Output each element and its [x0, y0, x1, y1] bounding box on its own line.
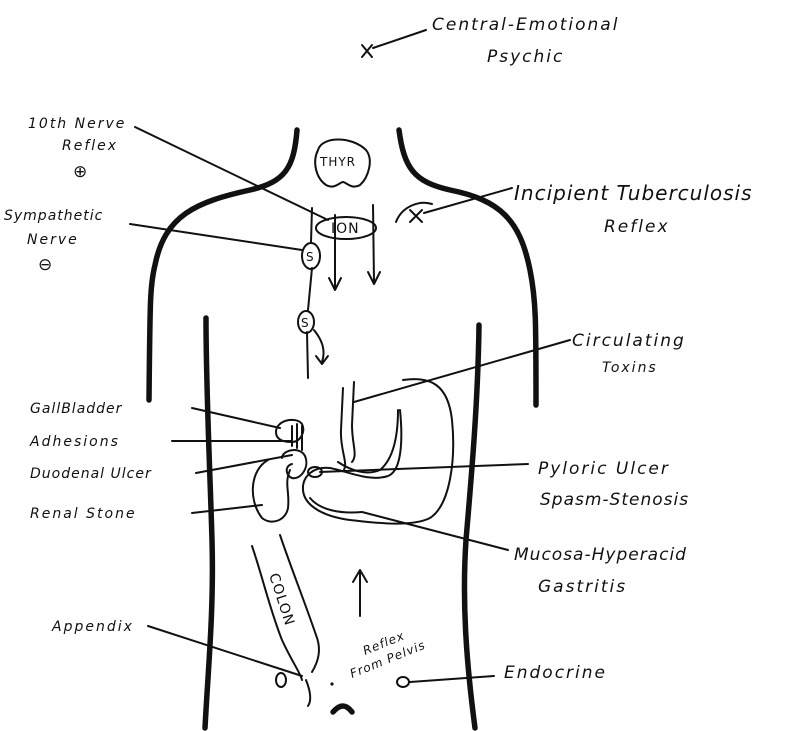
stomach-inner	[338, 410, 398, 472]
lung-apex-x	[410, 210, 422, 222]
colon-label: COLON	[265, 571, 297, 628]
torso-left	[205, 318, 212, 728]
leader-sympathetic	[130, 224, 302, 250]
label-circulating-line2: Toxins	[602, 360, 658, 376]
torso-right	[464, 325, 479, 728]
sympathetic-ganglion-upper-label: S	[306, 250, 315, 264]
label-sympathetic-line2: Nerve	[27, 232, 79, 248]
organs: THYR ION S S C	[252, 45, 453, 706]
label-gall-bladder: GallBladder	[30, 401, 123, 417]
label-mucosa-line2: Gastritis	[538, 577, 627, 597]
left-ovary	[276, 673, 286, 687]
label-tenth-nerve-line1: 10th Nerve	[28, 116, 126, 132]
label-sympathetic-sign: ⊖	[38, 255, 54, 275]
central-x-mark	[362, 45, 372, 57]
stomach	[303, 379, 453, 524]
leader-renal	[192, 505, 262, 513]
label-mucosa-line1: Mucosa-Hyperacid	[514, 545, 687, 565]
label-appendix: Appendix	[51, 619, 134, 635]
leader-central	[373, 30, 426, 48]
label-central-line1: Central-Emotional	[432, 15, 619, 35]
leader-tenth-nerve	[135, 127, 328, 220]
annotation-labels: Central-Emotional Psychic 10th Nerve Ref…	[4, 15, 753, 683]
vagus-fiber-right	[373, 205, 374, 282]
sympathetic-chain	[307, 208, 312, 378]
thyroid-label: THYR	[319, 155, 356, 169]
right-ovary	[397, 677, 409, 687]
label-tuberculosis-line1: Incipient Tuberculosis	[514, 181, 753, 205]
groin	[333, 706, 352, 712]
kidney	[253, 460, 290, 522]
duodenum	[282, 450, 306, 478]
sympathetic-curve-arrow	[314, 330, 324, 362]
label-central-line2: Psychic	[487, 47, 564, 67]
sympathetic-ganglion-lower-label: S	[301, 316, 310, 330]
body-outline	[149, 130, 536, 728]
neck-right	[399, 130, 536, 405]
gall-bladder	[276, 420, 303, 442]
label-tenth-nerve-line2: Reflex	[62, 138, 118, 154]
label-pyloric-line2: Spasm-Stenosis	[540, 490, 689, 510]
leader-pyloric	[320, 464, 528, 472]
esophagus	[341, 382, 355, 470]
label-adhesions: Adhesions	[29, 434, 120, 450]
label-tenth-nerve-sign: ⊕	[73, 162, 89, 182]
appendix-organ	[306, 680, 310, 706]
label-duodenal-ulcer: Duodenal Ulcer	[30, 466, 152, 482]
label-sympathetic-line1: Sympathetic	[4, 208, 103, 224]
leader-mucosa	[362, 512, 508, 550]
umbilical-point	[330, 682, 333, 685]
leader-lines	[130, 30, 570, 682]
label-endocrine: Endocrine	[504, 663, 607, 683]
label-pyloric-line1: Pyloric Ulcer	[538, 459, 670, 479]
label-tuberculosis-line2: Reflex	[604, 217, 670, 237]
leader-endocrine	[410, 676, 494, 682]
label-renal-stone: Renal Stone	[30, 506, 137, 522]
label-circulating-line1: Circulating	[572, 331, 686, 351]
